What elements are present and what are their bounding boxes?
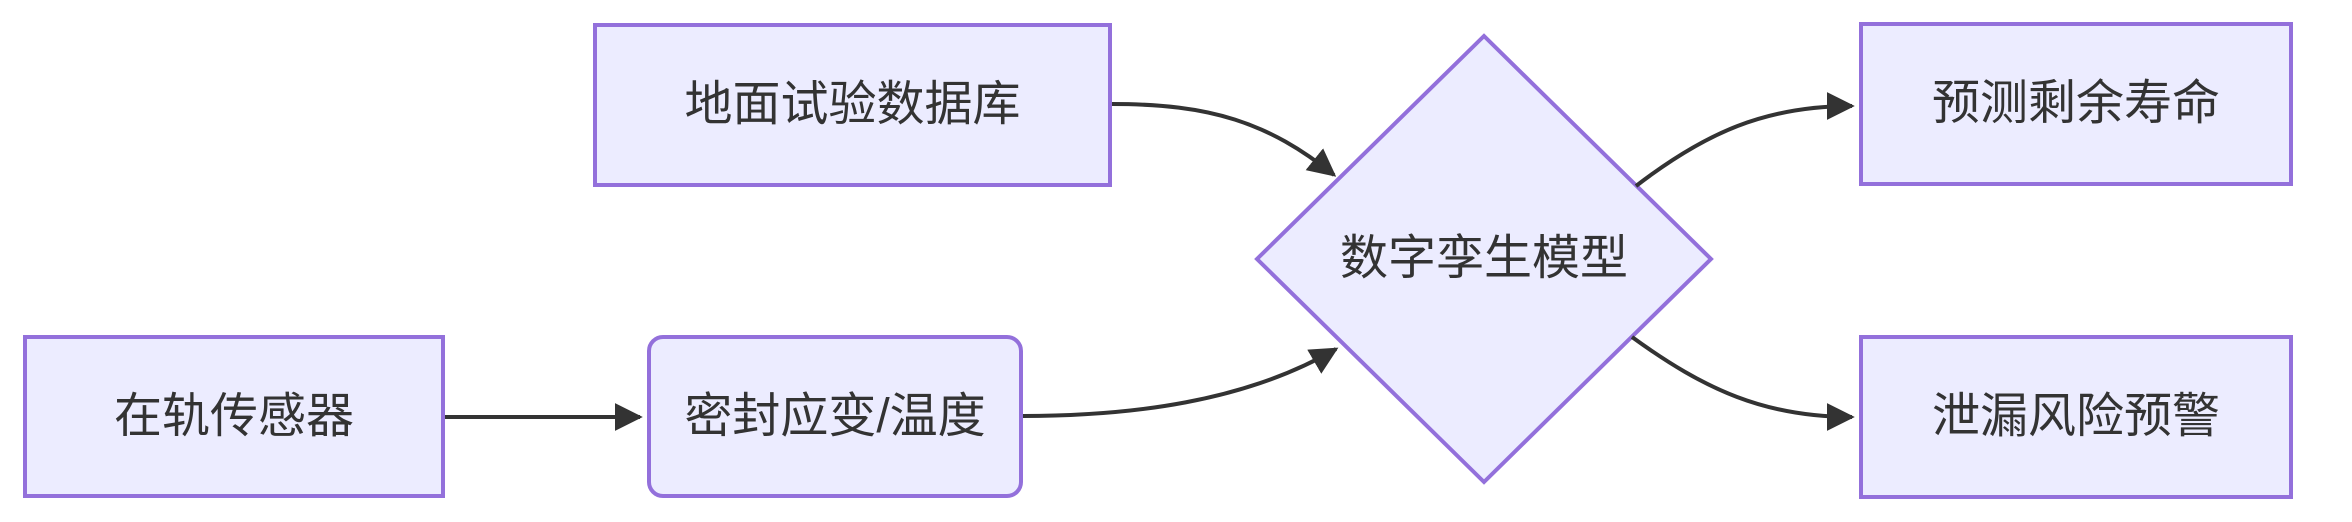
edge-seal-to-twin <box>1022 347 1339 418</box>
node-ground-test-database-label: 地面试验数据库 <box>684 78 1021 132</box>
node-ground-test-database: 地面试验数据库 <box>593 23 1112 187</box>
node-seal-strain-temp: 密封应变/温度 <box>647 335 1023 498</box>
node-seal-strain-temp-label: 密封应变/温度 <box>684 389 986 443</box>
edge-twin-to-life <box>1634 92 1855 188</box>
node-on-orbit-sensor-label: 在轨传感器 <box>113 389 354 443</box>
node-predict-remaining-life: 预测剩余寿命 <box>1859 22 2293 186</box>
node-digital-twin-model-shape <box>1254 33 1714 485</box>
node-leak-risk-warning: 泄漏风险预警 <box>1859 335 2293 499</box>
edge-database-to-twin <box>1111 102 1337 177</box>
node-leak-risk-warning-label: 泄漏风险预警 <box>1931 390 2220 444</box>
node-on-orbit-sensor: 在轨传感器 <box>23 335 445 498</box>
node-predict-remaining-life-label: 预测剩余寿命 <box>1931 77 2220 131</box>
edge-twin-to-leak <box>1630 335 1855 431</box>
